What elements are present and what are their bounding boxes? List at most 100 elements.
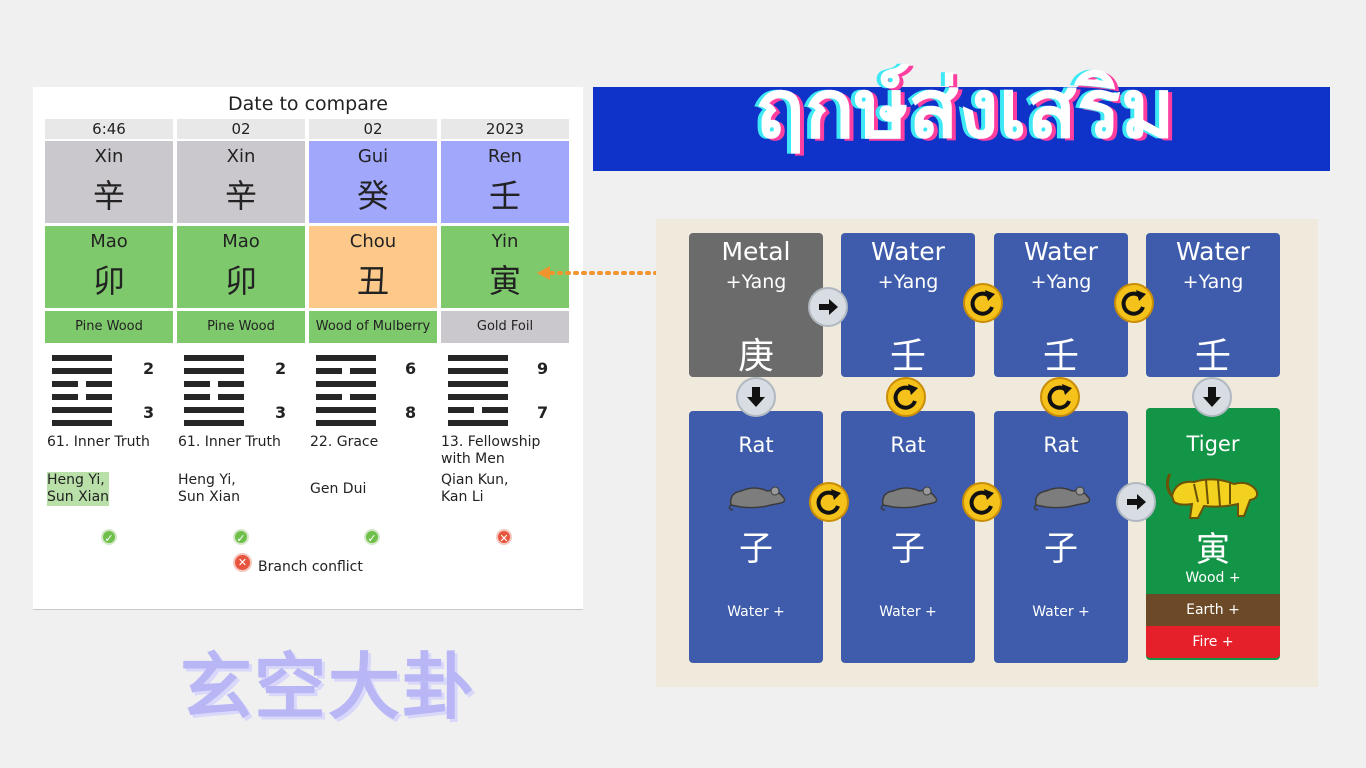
hex-number-bottom: 3 <box>275 403 287 422</box>
hex-number-top: 6 <box>405 359 417 378</box>
gua-name: 61. Inner Truth <box>47 434 150 450</box>
hidden-stem: Water + <box>879 604 937 620</box>
stem-char: 辛 <box>224 177 257 215</box>
cross-icon: ✕ <box>496 529 512 545</box>
stem-box: Metal +Yang 庚 <box>689 233 823 377</box>
hidden-stem: Water + <box>727 604 785 620</box>
branch-cell: Mao 卯 <box>45 226 173 308</box>
check-icon: ✓ <box>233 529 249 545</box>
stem-polarity: +Yang <box>1030 271 1092 293</box>
thai-title: ฤกษ์ส่งเสริม <box>755 62 1175 157</box>
title-bar <box>593 87 1330 171</box>
col-header: 6:46 <box>45 119 173 139</box>
hex-number-top: 9 <box>537 359 549 378</box>
col-header: 02 <box>177 119 305 139</box>
hexagram-icon <box>316 355 376 427</box>
stem-pinyin: Gui <box>357 146 389 167</box>
stem-polarity: +Yang <box>877 271 939 293</box>
trigram-names: Heng Yi, Sun Xian <box>178 472 241 505</box>
cycle-icon <box>962 482 1002 522</box>
branch-cell: Yin 寅 <box>441 226 569 308</box>
trigram-names: Qian Kun, Kan Li <box>441 472 509 505</box>
stem-element: Metal <box>721 237 791 266</box>
stem-char: 壬 <box>1194 336 1231 377</box>
hidden-stem-earth: Earth + <box>1146 594 1280 626</box>
stem-cell: Xin 辛 <box>45 141 173 223</box>
branch-char: 子 <box>739 529 773 569</box>
stem-element: Water <box>1176 237 1250 266</box>
stem-char: 壬 <box>889 336 926 377</box>
chinese-caption: 玄空大卦 <box>180 645 477 729</box>
arrow-down-icon <box>1192 377 1232 417</box>
stem-box: Water +Yang 壬 <box>841 233 975 377</box>
stem-char: 辛 <box>92 177 125 215</box>
branch-box: Rat 子 Water + <box>841 411 975 663</box>
nayin-cell: Pine Wood <box>177 311 305 343</box>
rat-icon <box>880 486 938 511</box>
hidden-stem: Water + <box>1032 604 1090 620</box>
stem-char: 壬 <box>488 177 521 215</box>
cycle-icon <box>886 377 926 417</box>
branch-char: 丑 <box>356 262 389 300</box>
hex-number-top: 2 <box>143 359 155 378</box>
stem-element: Water <box>1024 237 1098 266</box>
hex-number-top: 2 <box>275 359 287 378</box>
stem-polarity: +Yang <box>725 271 787 293</box>
hidden-stem-fire: Fire + <box>1146 626 1280 658</box>
tiger-icon <box>1165 473 1259 519</box>
stem-pinyin: Xin <box>94 146 124 167</box>
cycle-icon <box>1040 377 1080 417</box>
branch-box: Rat 子 Water + <box>689 411 823 663</box>
gua-name: 13. Fellowship with Men <box>441 434 541 467</box>
branch-pinyin: Chou <box>349 231 397 252</box>
bazi-chart: Metal +Yang 庚 Water +Yang 壬 Water +Yang … <box>656 219 1318 687</box>
check-icon: ✓ <box>364 529 380 545</box>
stem-box: Water +Yang 壬 <box>1146 233 1280 377</box>
nayin-cell: Pine Wood <box>45 311 173 343</box>
stem-char: 壬 <box>1042 336 1079 377</box>
stem-char: 庚 <box>737 336 774 377</box>
branch-box: Rat 子 Water + <box>994 411 1128 663</box>
branch-animal: Tiger <box>1186 432 1240 456</box>
col-header: 02 <box>309 119 437 139</box>
hex-number-bottom: 3 <box>143 403 155 422</box>
branch-conflict-label: Branch conflict <box>258 559 363 575</box>
cycle-icon <box>963 283 1003 323</box>
cycle-icon <box>809 482 849 522</box>
stem-pinyin: Xin <box>226 146 256 167</box>
branch-animal: Rat <box>1043 433 1079 457</box>
branch-cell: Chou 丑 <box>309 226 437 308</box>
branch-box: Tiger 寅 Wood + Earth + Fire + <box>1146 408 1280 660</box>
hex-number-bottom: 8 <box>405 403 417 422</box>
arrow-down-icon <box>736 377 776 417</box>
cross-icon: ✕ <box>233 553 252 572</box>
branch-char: 寅 <box>488 262 521 300</box>
branch-char: 卯 <box>92 262 125 300</box>
stem-pinyin: Ren <box>487 146 523 167</box>
branch-char: 卯 <box>224 262 257 300</box>
gua-name: 22. Grace <box>310 434 379 450</box>
branch-pinyin: Mao <box>90 231 128 252</box>
branch-pinyin: Yin <box>491 231 519 252</box>
arrow-right-icon <box>1116 482 1156 522</box>
branch-char: 寅 <box>1196 530 1230 570</box>
stem-cell: Xin 辛 <box>177 141 305 223</box>
stem-cell: Gui 癸 <box>309 141 437 223</box>
compare-title: Date to compare <box>228 93 388 115</box>
branch-pinyin: Mao <box>222 231 260 252</box>
hexagram-icon <box>52 355 112 427</box>
gua-name: 61. Inner Truth <box>178 434 281 450</box>
compare-panel: Date to compare 6:46 Xin 辛 Mao 卯 Pine Wo… <box>33 87 583 610</box>
hexagram-icon <box>448 355 508 427</box>
branch-char: 子 <box>891 529 925 569</box>
rat-icon <box>728 486 786 511</box>
stem-cell: Ren 壬 <box>441 141 569 223</box>
hidden-stem: Wood + <box>1185 570 1241 586</box>
stem-box: Water +Yang 壬 <box>994 233 1128 377</box>
check-icon: ✓ <box>101 529 117 545</box>
trigram-names: Heng Yi, Sun Xian <box>47 472 110 506</box>
branch-animal: Rat <box>738 433 774 457</box>
hex-number-bottom: 7 <box>537 403 549 422</box>
rat-icon <box>1033 486 1091 511</box>
cycle-icon <box>1114 283 1154 323</box>
